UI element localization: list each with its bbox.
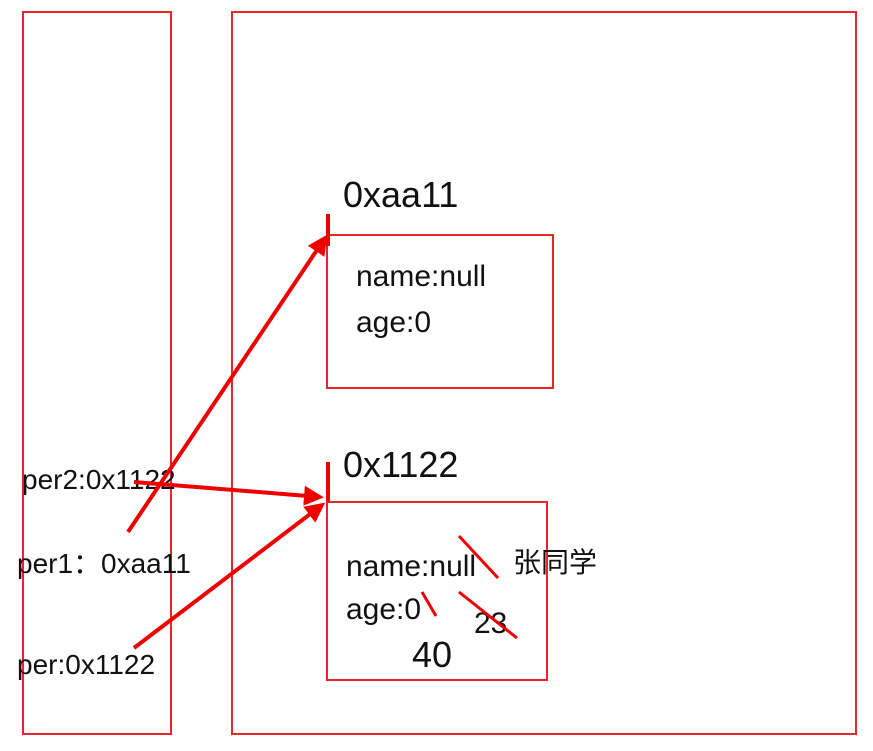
arrow-per-to-0x1122 [132,502,326,650]
field-name-new-value: 张同学 [513,547,598,578]
address-label-0x1122: 0x1122 [343,444,459,485]
heap-object-0x1122 [326,501,548,681]
strike-age-23 [458,590,518,640]
strike-age-0 [420,591,438,617]
age-value-40: 40 [412,634,453,675]
field-name-object-a: name:null [356,260,487,293]
field-age-object-b: age:0 [346,593,422,626]
heap-object-0xaa11 [326,234,554,389]
field-name-object-b: name:null [346,550,477,583]
field-age-object-a: age:0 [356,306,432,339]
stack-var-per2: per2:0x1122 [22,464,176,495]
stack-var-per: per:0x1122 [17,649,156,680]
arrow-per2-to-0x1122 [133,480,324,506]
age-value-23: 23 [474,607,508,640]
strike-name-null [457,534,500,580]
stack-var-per1: per1：0xaa11 [17,548,191,579]
address-label-0xaa11: 0xaa11 [343,174,459,215]
stack-frame [22,11,172,735]
heap-region [231,11,857,735]
